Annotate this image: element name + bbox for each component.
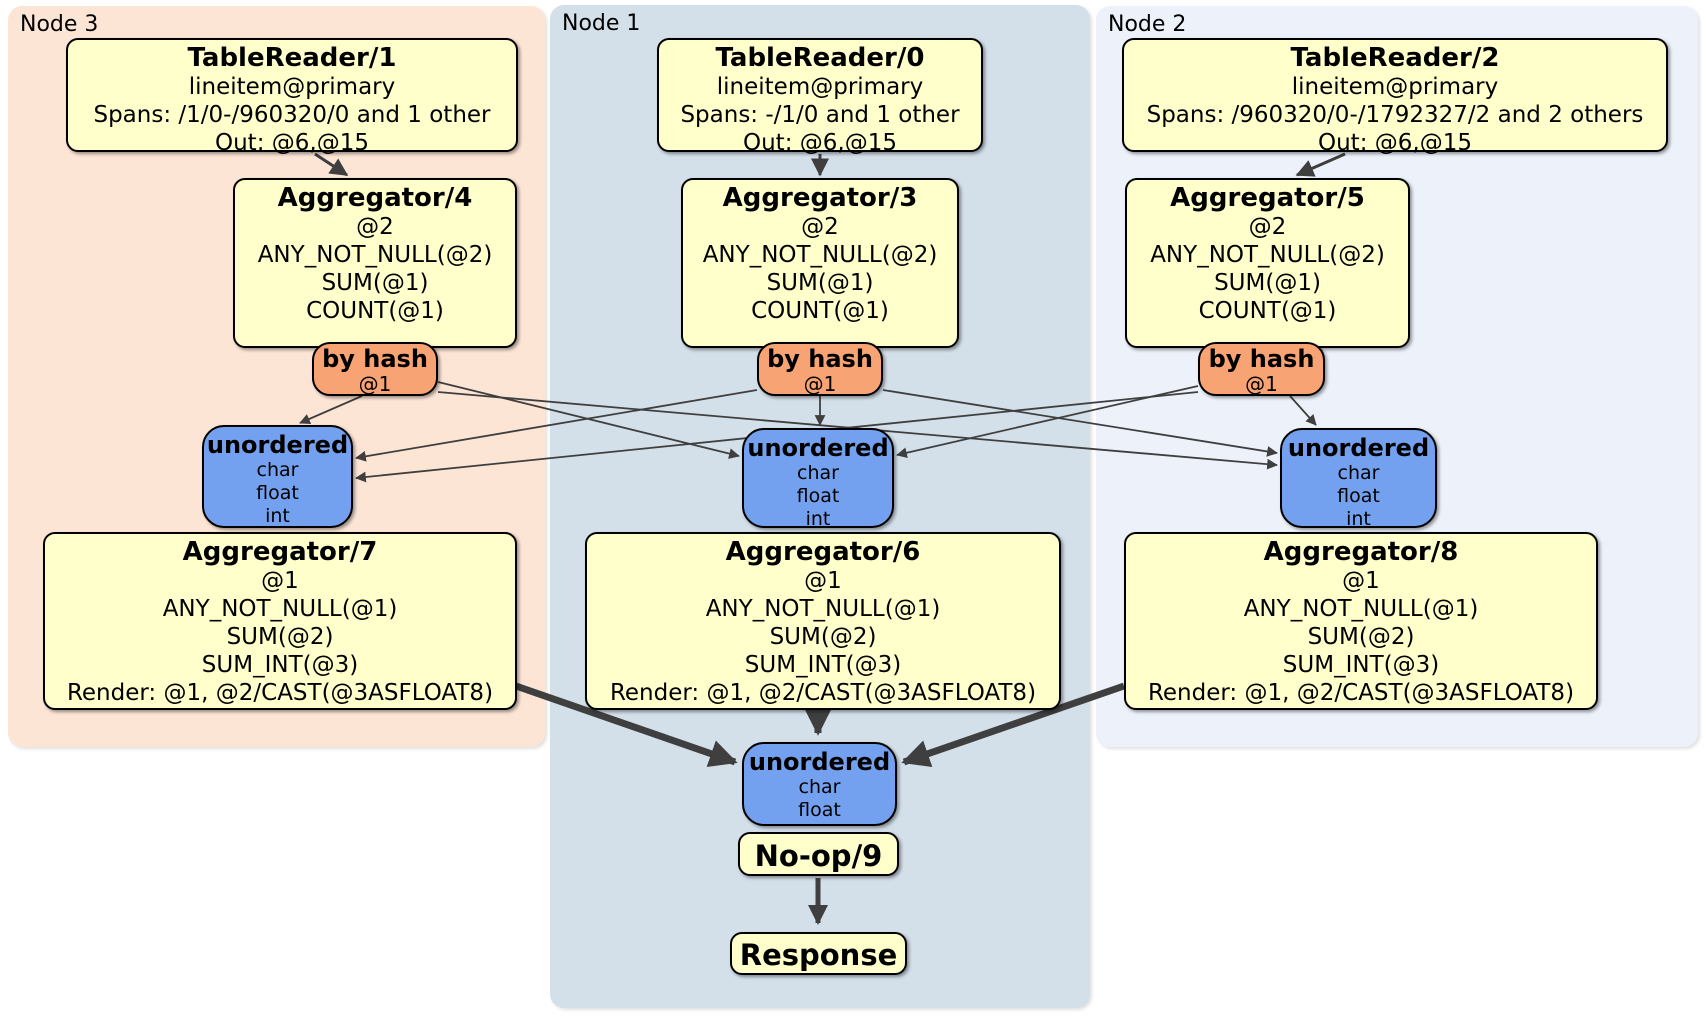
tablereader-0-box: TableReader/0 lineitem@primary Spans: -/… [657, 38, 983, 156]
box-title: TableReader/0 [715, 43, 925, 73]
node-2-label: Node 2 [1108, 12, 1187, 37]
box-title: No-op/9 [754, 839, 883, 873]
aggregator-8-box: Aggregator/8 @1 ANY_NOT_NULL(@1) SUM(@2)… [1124, 532, 1598, 710]
sync-line: char [256, 459, 299, 481]
box-line: @1 [1342, 568, 1380, 594]
box-title: Aggregator/6 [725, 537, 921, 567]
router-line: @1 [358, 372, 392, 396]
box-line: Out: @6,@15 [215, 130, 369, 156]
box-title: Aggregator/7 [182, 537, 378, 567]
router-title: by hash [1208, 345, 1315, 373]
box-line: lineitem@primary [1291, 74, 1499, 100]
aggregator-4-box: Aggregator/4 @2 ANY_NOT_NULL(@2) SUM(@1)… [233, 178, 517, 348]
box-line: ANY_NOT_NULL(@2) [702, 242, 938, 268]
box-line: ANY_NOT_NULL(@1) [705, 596, 941, 622]
sync-title: unordered [1287, 434, 1430, 462]
box-line: Render: @1, @2/CAST(@3ASFLOAT8) [609, 680, 1037, 706]
sync-title: unordered [206, 431, 349, 459]
box-title: Aggregator/8 [1263, 537, 1459, 567]
unordered-sync-node2: unordered char float int [1280, 428, 1437, 530]
node-3-label: Node 3 [20, 12, 99, 37]
box-line: COUNT(@1) [1198, 298, 1337, 324]
box-line: Spans: -/1/0 and 1 other [680, 102, 960, 128]
aggregator-6-box: Aggregator/6 @1 ANY_NOT_NULL(@1) SUM(@2)… [585, 532, 1061, 710]
sync-line: float [798, 799, 841, 821]
box-line: ANY_NOT_NULL(@1) [162, 596, 398, 622]
sync-title: unordered [748, 748, 891, 776]
unordered-sync-node1: unordered char float int [742, 428, 894, 530]
hash-router-node3: by hash @1 [312, 342, 438, 396]
box-line: lineitem@primary [716, 74, 924, 100]
aggregator-3-box: Aggregator/3 @2 ANY_NOT_NULL(@2) SUM(@1)… [681, 178, 959, 348]
box-line: COUNT(@1) [751, 298, 889, 324]
box-line: @1 [261, 568, 299, 594]
box-line: SUM(@1) [766, 270, 874, 296]
aggregator-5-box: Aggregator/5 @2 ANY_NOT_NULL(@2) SUM(@1)… [1125, 178, 1410, 348]
response-box: Response [730, 932, 907, 975]
sync-line: int [805, 508, 831, 530]
box-title: Aggregator/3 [722, 183, 918, 213]
box-line: @2 [801, 214, 839, 240]
router-line: @1 [803, 372, 837, 396]
router-title: by hash [767, 345, 873, 373]
box-line: lineitem@primary [188, 74, 396, 100]
sync-line: float [1337, 485, 1380, 507]
box-line: Out: @6,@15 [1318, 130, 1472, 156]
box-title: TableReader/1 [187, 43, 397, 73]
box-line: ANY_NOT_NULL(@2) [1150, 242, 1385, 268]
router-line: @1 [1245, 372, 1278, 396]
box-line: Render: @1, @2/CAST(@3ASFLOAT8) [1147, 680, 1575, 706]
noop-box: No-op/9 [738, 832, 899, 876]
box-line: @2 [1248, 214, 1287, 240]
box-line: SUM(@2) [1307, 624, 1415, 650]
box-line: SUM_INT(@3) [744, 652, 902, 678]
box-line: SUM(@1) [1214, 270, 1321, 296]
sync-line: int [265, 505, 290, 527]
sync-line: float [796, 485, 840, 507]
tablereader-1-box: TableReader/1 lineitem@primary Spans: /1… [66, 38, 518, 156]
box-title: Aggregator/4 [277, 183, 473, 213]
box-line: Spans: /1/0-/960320/0 and 1 other [93, 102, 491, 128]
box-line: ANY_NOT_NULL(@2) [257, 242, 493, 268]
box-line: Render: @1, @2/CAST(@3ASFLOAT8) [66, 680, 494, 706]
sync-line: char [798, 776, 841, 798]
sync-title: unordered [747, 434, 889, 462]
sync-line: int [1346, 508, 1371, 530]
box-line: Spans: /960320/0-/1792327/2 and 2 others [1146, 102, 1644, 128]
unordered-sync-node3: unordered char float int [202, 425, 353, 528]
sync-line: char [1337, 462, 1380, 484]
hash-router-node1: by hash @1 [757, 342, 883, 396]
sync-line: float [256, 482, 299, 504]
unordered-sync-final: unordered char float [742, 742, 897, 826]
box-title: Response [739, 938, 898, 972]
box-line: COUNT(@1) [306, 298, 444, 324]
box-line: SUM(@2) [769, 624, 877, 650]
tablereader-2-box: TableReader/2 lineitem@primary Spans: /9… [1122, 38, 1668, 156]
box-line: SUM(@2) [226, 624, 334, 650]
sync-line: char [797, 462, 839, 484]
hash-router-node2: by hash @1 [1198, 342, 1325, 396]
box-line: SUM_INT(@3) [201, 652, 359, 678]
box-title: Aggregator/5 [1170, 183, 1365, 213]
box-line: Out: @6,@15 [743, 130, 897, 156]
box-title: TableReader/2 [1290, 43, 1500, 73]
router-title: by hash [322, 345, 428, 373]
box-line: SUM(@1) [321, 270, 429, 296]
node-1-label: Node 1 [562, 11, 641, 36]
box-line: @1 [804, 568, 842, 594]
aggregator-7-box: Aggregator/7 @1 ANY_NOT_NULL(@1) SUM(@2)… [43, 532, 517, 710]
box-line: SUM_INT(@3) [1282, 652, 1440, 678]
box-line: ANY_NOT_NULL(@1) [1243, 596, 1479, 622]
box-line: @2 [356, 214, 394, 240]
